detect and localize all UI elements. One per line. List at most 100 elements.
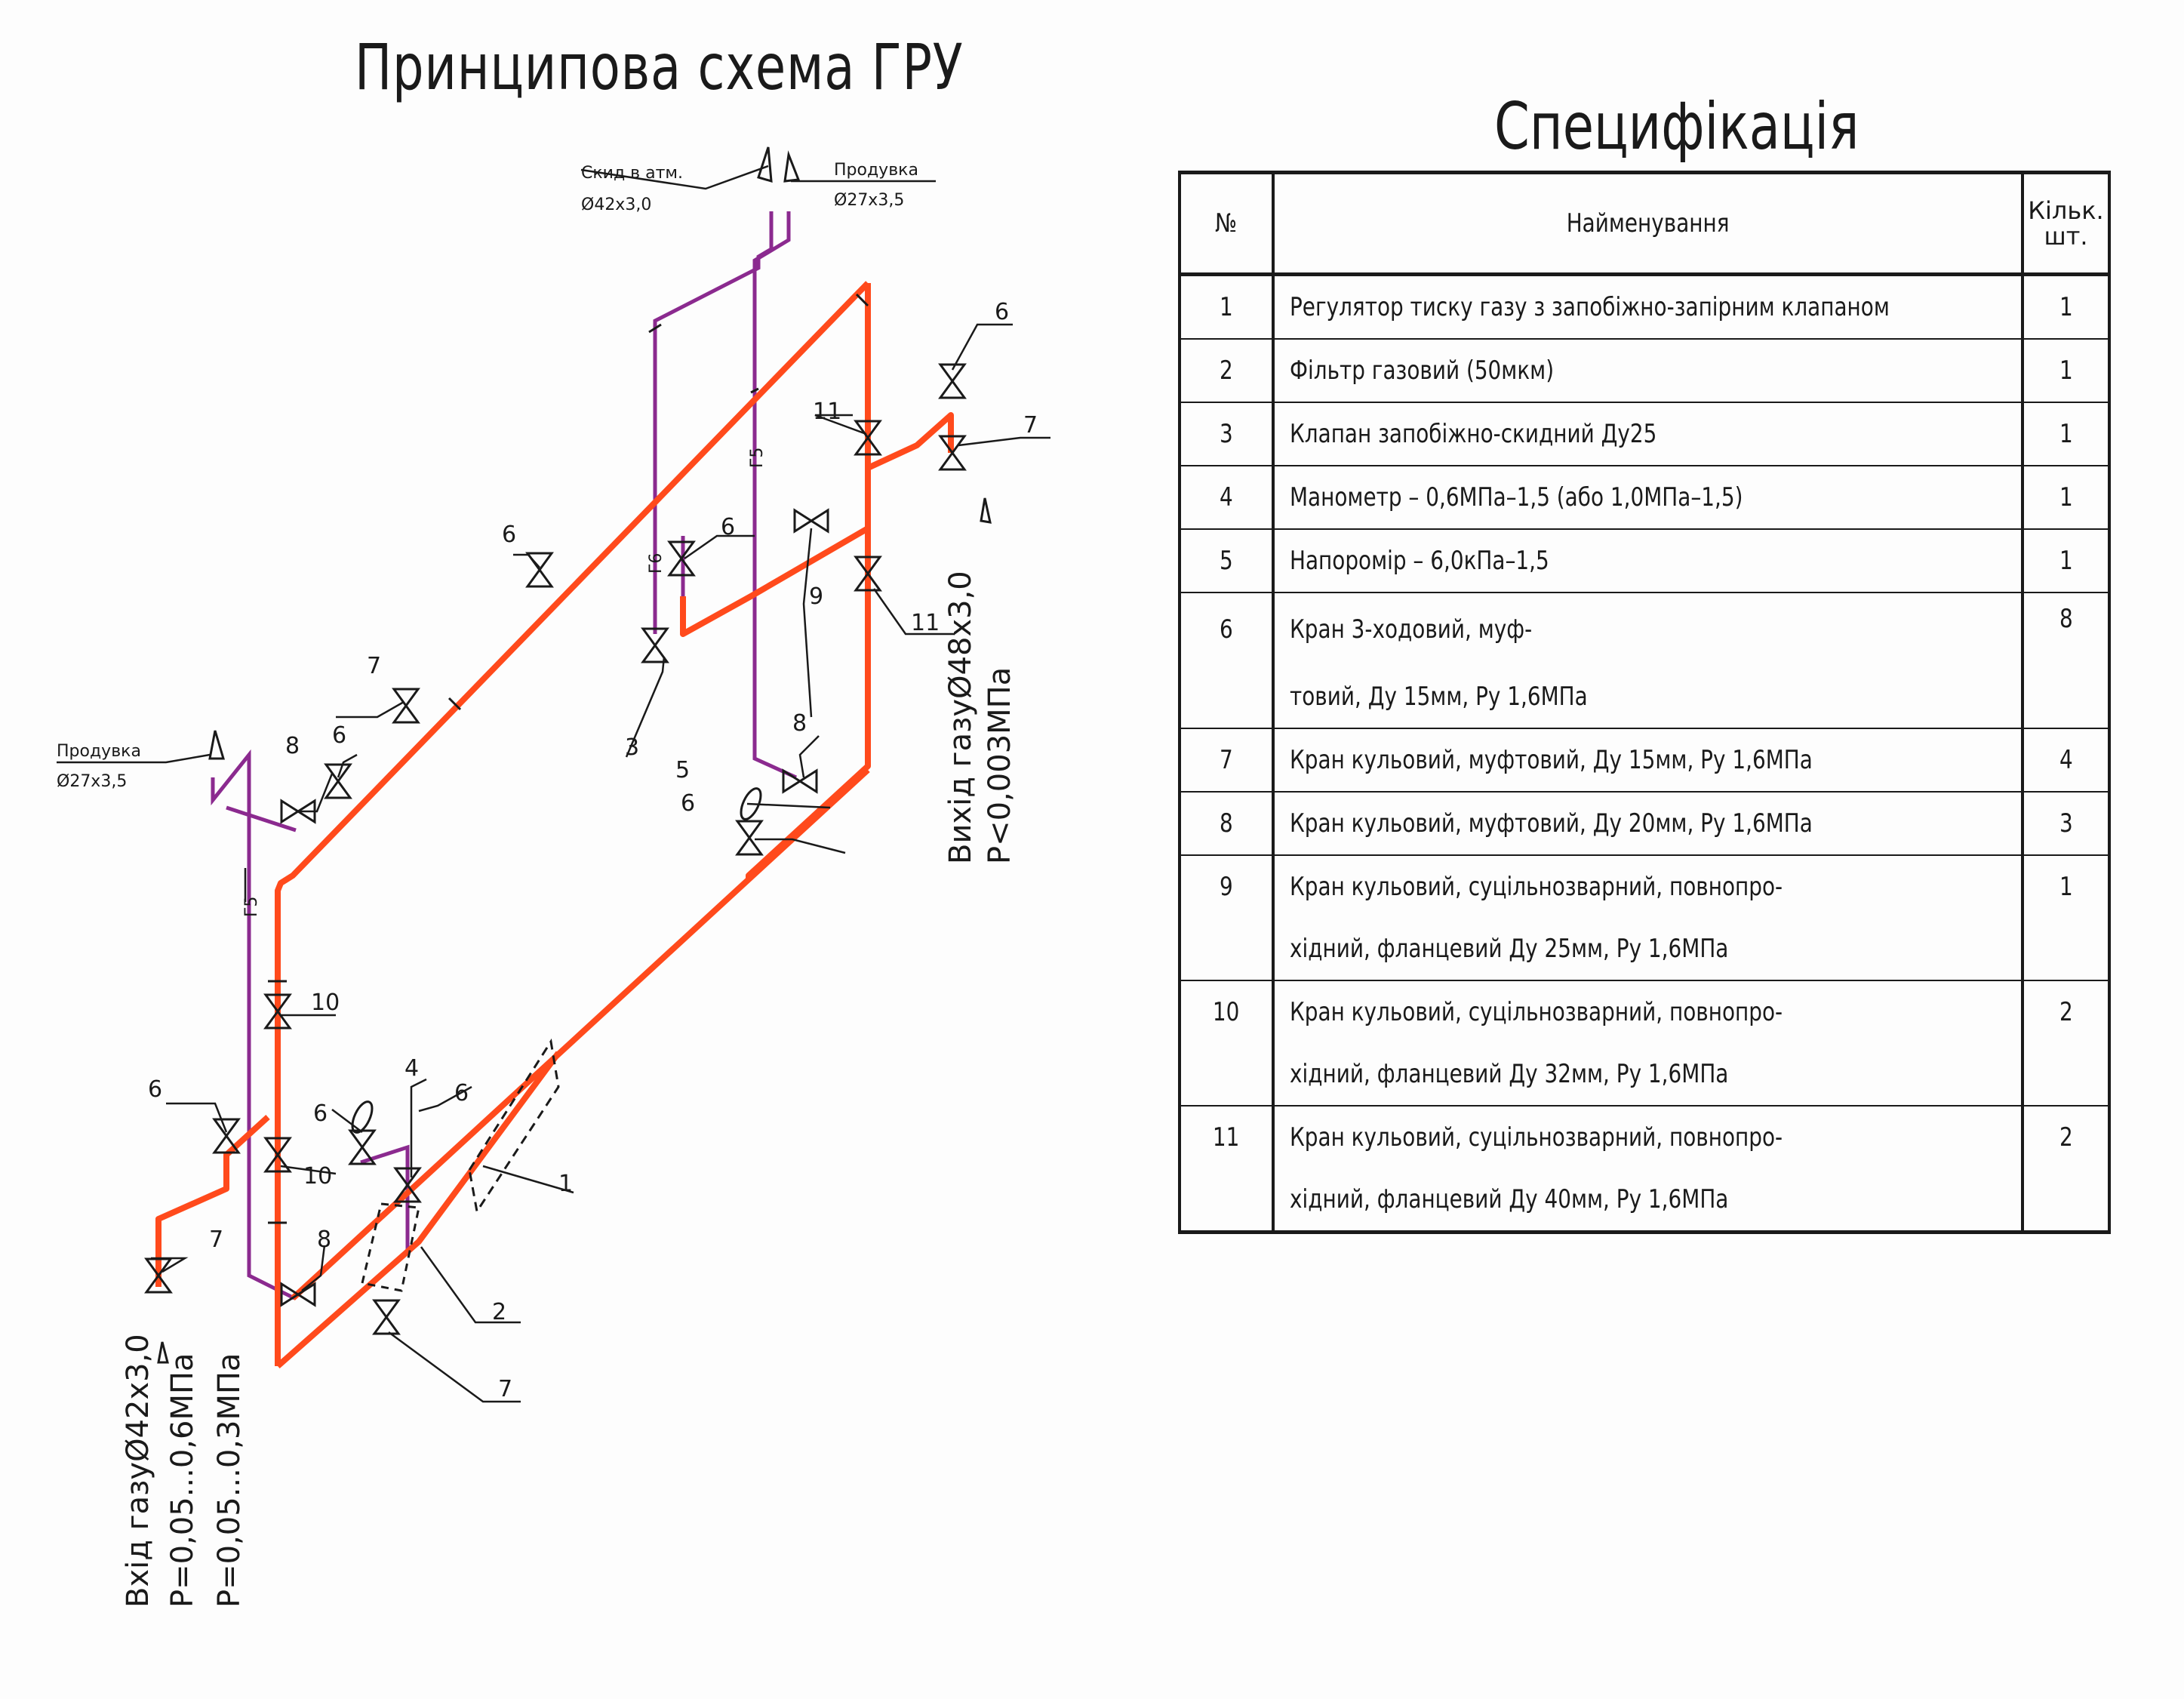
spec-row-qty (2020, 918, 2112, 980)
valves (145, 363, 966, 1335)
callout-2: 2 (492, 1299, 506, 1325)
outlet-pressure: P<0,003МПа (983, 667, 1017, 864)
spec-row-number: 9 (1178, 854, 1275, 918)
line-ticks (268, 293, 869, 1224)
leader-lines (57, 165, 1050, 1403)
spec-row-name: Кран кульовий, суцільнозварний, повнопро… (1271, 854, 2024, 918)
spec-row-qty (2020, 1043, 2112, 1106)
spec-row-qty: 8 (2020, 592, 2112, 666)
spec-row-number: 1 (1178, 273, 1275, 339)
callout-10: 10 (311, 990, 340, 1016)
purge-top-label: Продувка (834, 161, 918, 180)
callout-6: 6 (502, 522, 516, 548)
callout-8: 8 (792, 710, 807, 737)
spec-row-qty: 4 (2020, 728, 2112, 792)
purge-lines (211, 211, 798, 1300)
regulator-box (468, 1038, 560, 1214)
header-no: № (1178, 171, 1275, 276)
spec-row-qty: 2 (2020, 980, 2112, 1043)
callout-9: 9 (809, 583, 823, 610)
spec-row-number: 2 (1178, 338, 1275, 402)
spec-row-qty: 1 (2020, 338, 2112, 402)
spec-row: хідний, фланцевий Ду 32мм, Ру 1,6МПа (1178, 1043, 2112, 1106)
pipe-g5-label: Г5 (242, 897, 261, 917)
spec-row-qty: 1 (2020, 528, 2112, 592)
spec-row-name: Кран кульовий, муфтовий, Ду 15мм, Ру 1,6… (1271, 728, 2024, 792)
spec-header-row: № Найменування Кільк. шт. (1178, 171, 2112, 276)
spec-title: Специфікація (1494, 89, 1859, 165)
spec-row-qty: 1 (2020, 402, 2112, 466)
header-name: Найменування (1271, 171, 2024, 276)
purge-left-label: Продувка (57, 742, 141, 761)
callout-4: 4 (405, 1055, 419, 1082)
spec-row-number: 6 (1178, 592, 1275, 666)
spec-row-name: Кран кульовий, муфтовий, Ду 20мм, Ру 1,6… (1271, 791, 2024, 855)
spec-row-name: Кран 3-ходовий, муф- (1271, 592, 2024, 666)
callout-6: 6 (995, 299, 1009, 325)
spec-row-qty: 1 (2020, 465, 2112, 529)
spec-row-number (1178, 1043, 1275, 1106)
spec-row-number (1178, 666, 1275, 728)
spec-row-name: хідний, фланцевий Ду 25мм, Ру 1,6МПа (1271, 918, 2024, 980)
spec-row-number: 11 (1178, 1105, 1275, 1168)
spec-row-name: Манометр – 0,6МПа–1,5 (або 1,0МПа–1,5) (1271, 465, 2024, 529)
gas-lines (155, 281, 954, 1368)
spec-row: товий, Ду 15мм, Ру 1,6МПа (1178, 666, 2112, 728)
inlet-label: Вхід газуØ42х3,0 (121, 1334, 155, 1608)
purge-left-size: Ø27х3,5 (57, 772, 127, 791)
spec-row-number: 8 (1178, 791, 1275, 855)
spec-row-number: 3 (1178, 402, 1275, 466)
callout-11: 11 (813, 399, 841, 425)
spec-row-number: 5 (1178, 528, 1275, 592)
spec-row-name: хідний, фланцевий Ду 32мм, Ру 1,6МПа (1271, 1043, 2024, 1106)
spec-row-qty: 1 (2020, 854, 2112, 918)
callout-6: 6 (454, 1080, 469, 1107)
piping-diagram: Скид в атм. Ø42х3,0 Продувка Ø27х3,5 Про… (57, 146, 1050, 1608)
callout-8: 8 (317, 1227, 331, 1253)
header-qty: Кільк. шт. (2020, 171, 2112, 276)
spec-row: хідний, фланцевий Ду 25мм, Ру 1,6МПа (1178, 918, 2112, 980)
filter-box (361, 1202, 420, 1292)
spec-row: хідний, фланцевий Ду 40мм, Ру 1,6МПа (1178, 1168, 2112, 1234)
spec-row-name: Кран кульовий, суцільнозварний, повнопро… (1271, 1105, 2024, 1168)
callout-6: 6 (313, 1100, 328, 1127)
spec-row-name: товий, Ду 15мм, Ру 1,6МПа (1271, 666, 2024, 728)
spec-row-number: 7 (1178, 728, 1275, 792)
callout-6: 6 (721, 514, 735, 540)
inlet-pressure-1: P=0,05...0,6МПа (165, 1353, 200, 1608)
callout-1: 1 (558, 1171, 573, 1197)
spec-row-name: хідний, фланцевий Ду 40мм, Ру 1,6МПа (1271, 1168, 2024, 1234)
pipe-g6-label: Г6 (647, 553, 666, 574)
spec-row-name: Фільтр газовий (50мкм) (1271, 338, 2024, 402)
spec-row-number (1178, 918, 1275, 980)
spec-row-name: Клапан запобіжно-скидний Ду25 (1271, 402, 2024, 466)
purge-top-size: Ø27х3,5 (834, 191, 904, 210)
callout-6: 6 (681, 790, 695, 817)
spec-row-name: Кран кульовий, суцільнозварний, повнопро… (1271, 980, 2024, 1043)
outlet-label: Вихід газуØ48х3,0 (943, 571, 978, 864)
callout-6: 6 (148, 1076, 162, 1103)
pipe-g5-label: Г5 (748, 448, 767, 468)
vent-label: Скид в атм. (581, 164, 683, 183)
callout-7: 7 (367, 653, 381, 679)
spec-row-number (1178, 1168, 1275, 1234)
spec-row-number: 10 (1178, 980, 1275, 1043)
callout-3: 3 (625, 734, 639, 761)
spec-row-name: Регулятор тиску газу з запобіжно-запірни… (1271, 273, 2024, 339)
callout-5: 5 (675, 757, 690, 783)
spec-row-qty (2020, 1168, 2112, 1234)
gauges (351, 787, 762, 1134)
inlet-pressure-2: P=0,05...0,3МПа (212, 1353, 247, 1608)
spec-row-number: 4 (1178, 465, 1275, 529)
spec-row-qty: 2 (2020, 1105, 2112, 1168)
